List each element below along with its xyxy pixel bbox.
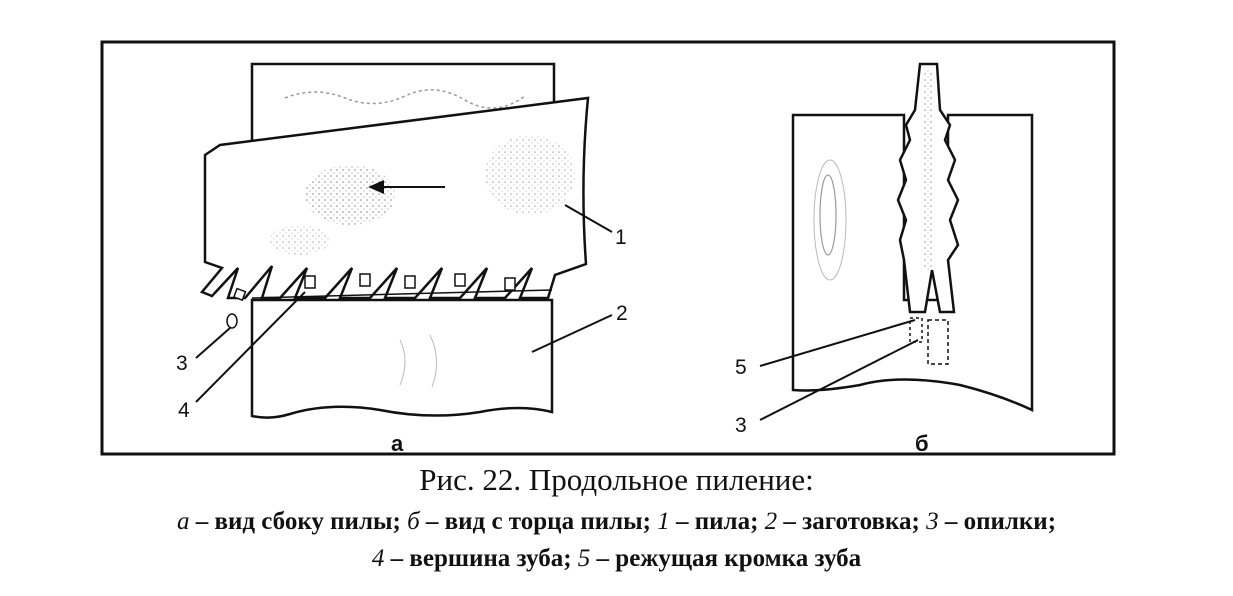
end-view: 5 3 б	[735, 62, 1034, 456]
caption-title: Рис. 22. Продольное пиление:	[419, 462, 814, 497]
subfigure-b-label: б	[915, 431, 929, 456]
caption-legend-line2: 4 – вершина зуба; 5 – режущая кромка зуб…	[0, 545, 1233, 573]
caption-legend-line1: а – вид сбоку пилы; б – вид с торца пилы…	[0, 508, 1233, 536]
legend-key: 2	[764, 508, 778, 535]
legend-text: – режущая кромка зуба	[590, 545, 862, 572]
legend-text: – вид сбоку пилы;	[189, 508, 408, 535]
legend-text: – вершина зуба;	[384, 545, 578, 572]
figure-diagram: 1 2 3 4 а 5 3 б	[100, 40, 1116, 456]
workpiece-end	[791, 113, 1034, 412]
legend-key: 5	[577, 545, 591, 572]
label-sawdust-a: 3	[176, 352, 188, 375]
workpiece-body	[250, 298, 554, 419]
legend-key: 3	[926, 508, 939, 535]
subfigure-a-label: а	[391, 431, 404, 456]
legend-key: а	[176, 508, 190, 535]
legend-key: 4	[371, 545, 385, 572]
label-sawdust-b: 3	[735, 414, 747, 437]
figure-frame	[100, 40, 1116, 456]
label-tooth-tip: 4	[178, 399, 190, 422]
label-cutting-edge: 5	[735, 356, 747, 379]
label-saw: 1	[615, 226, 627, 249]
legend-text: – пила;	[669, 508, 765, 535]
side-view: 1 2 3 4 а	[176, 62, 628, 456]
legend-text: – заготовка;	[777, 508, 927, 535]
legend-key: б	[407, 508, 420, 535]
legend-text: – вид с торца пилы;	[419, 508, 658, 535]
legend-key: 1	[657, 508, 670, 535]
label-workpiece: 2	[616, 302, 628, 325]
legend-text: – опилки;	[938, 508, 1057, 535]
